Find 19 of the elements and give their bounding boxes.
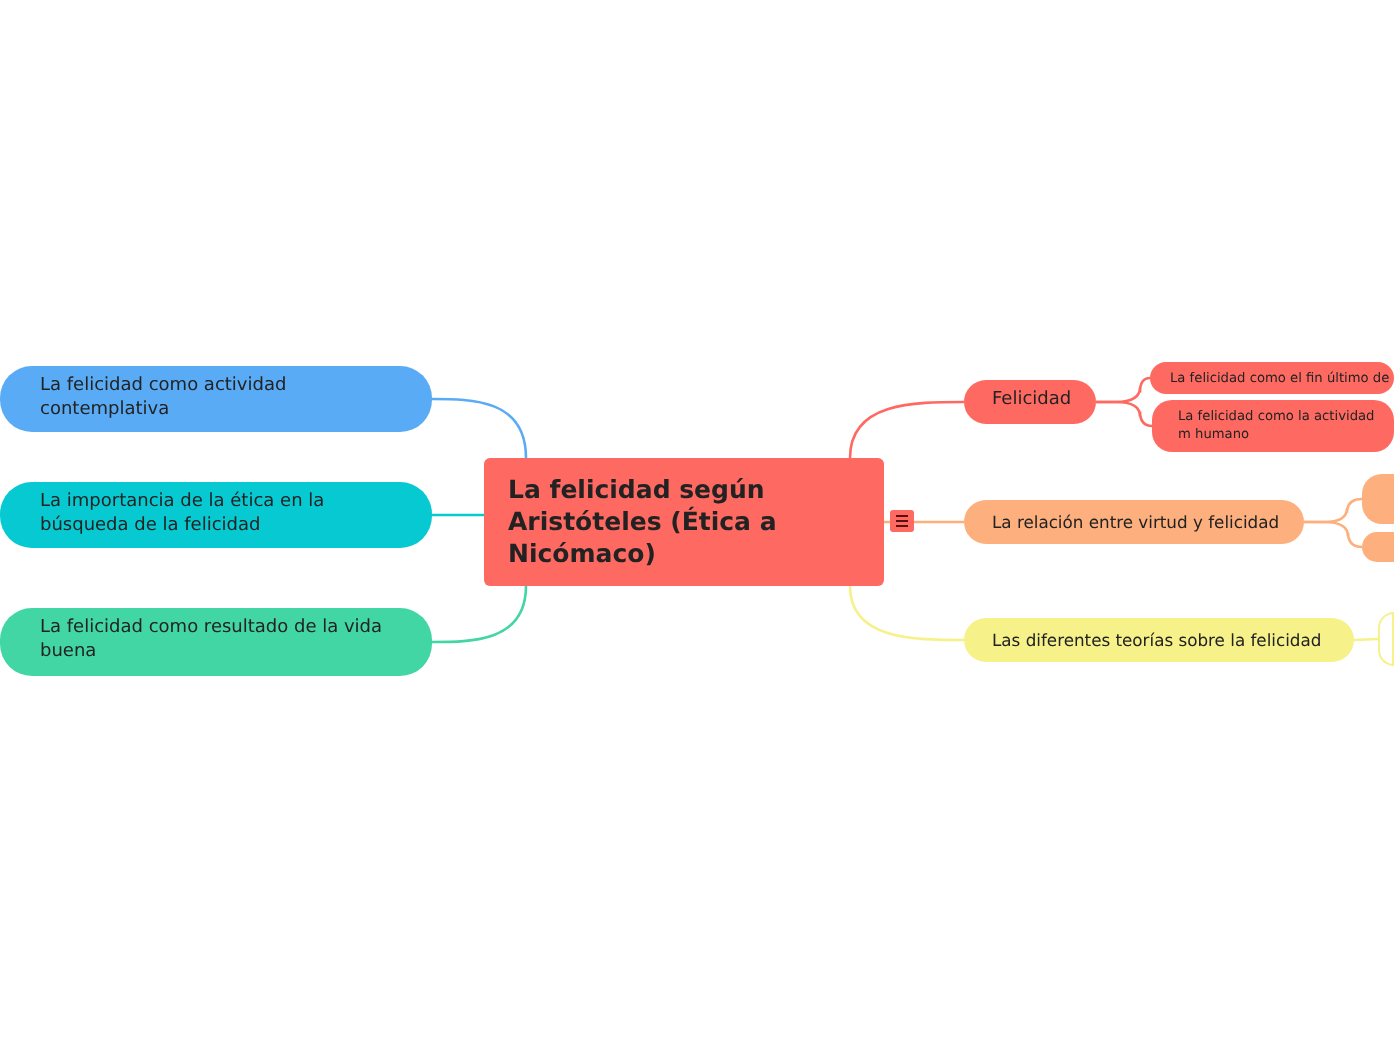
- connector: [432, 585, 528, 644]
- connector: [884, 520, 964, 524]
- topic-box: La felicidad como resultado de la vida buena: [0, 608, 432, 676]
- topic-box: [1362, 532, 1394, 562]
- topic-box: [1378, 612, 1394, 666]
- connector: [1304, 520, 1363, 549]
- connector: [1353, 637, 1379, 642]
- connector: [848, 400, 964, 459]
- central-topic: La felicidad según Aristóteles (Ética a Nicómaco): [484, 458, 884, 586]
- topic-box: Felicidad: [964, 380, 1096, 424]
- topic-box: La importancia de la ética en la búsqueda de la felicidad: [0, 482, 432, 548]
- connector: [848, 585, 964, 642]
- topic-box: La relación entre virtud y felicidad: [964, 500, 1304, 544]
- topic-box: [1362, 474, 1394, 524]
- topic-box: La felicidad como actividad contemplativa: [0, 366, 432, 432]
- topic-box: Las diferentes teorías sobre la felicidad: [964, 618, 1354, 662]
- connector: [432, 397, 528, 459]
- connector: [1096, 400, 1153, 428]
- connector: [432, 513, 484, 517]
